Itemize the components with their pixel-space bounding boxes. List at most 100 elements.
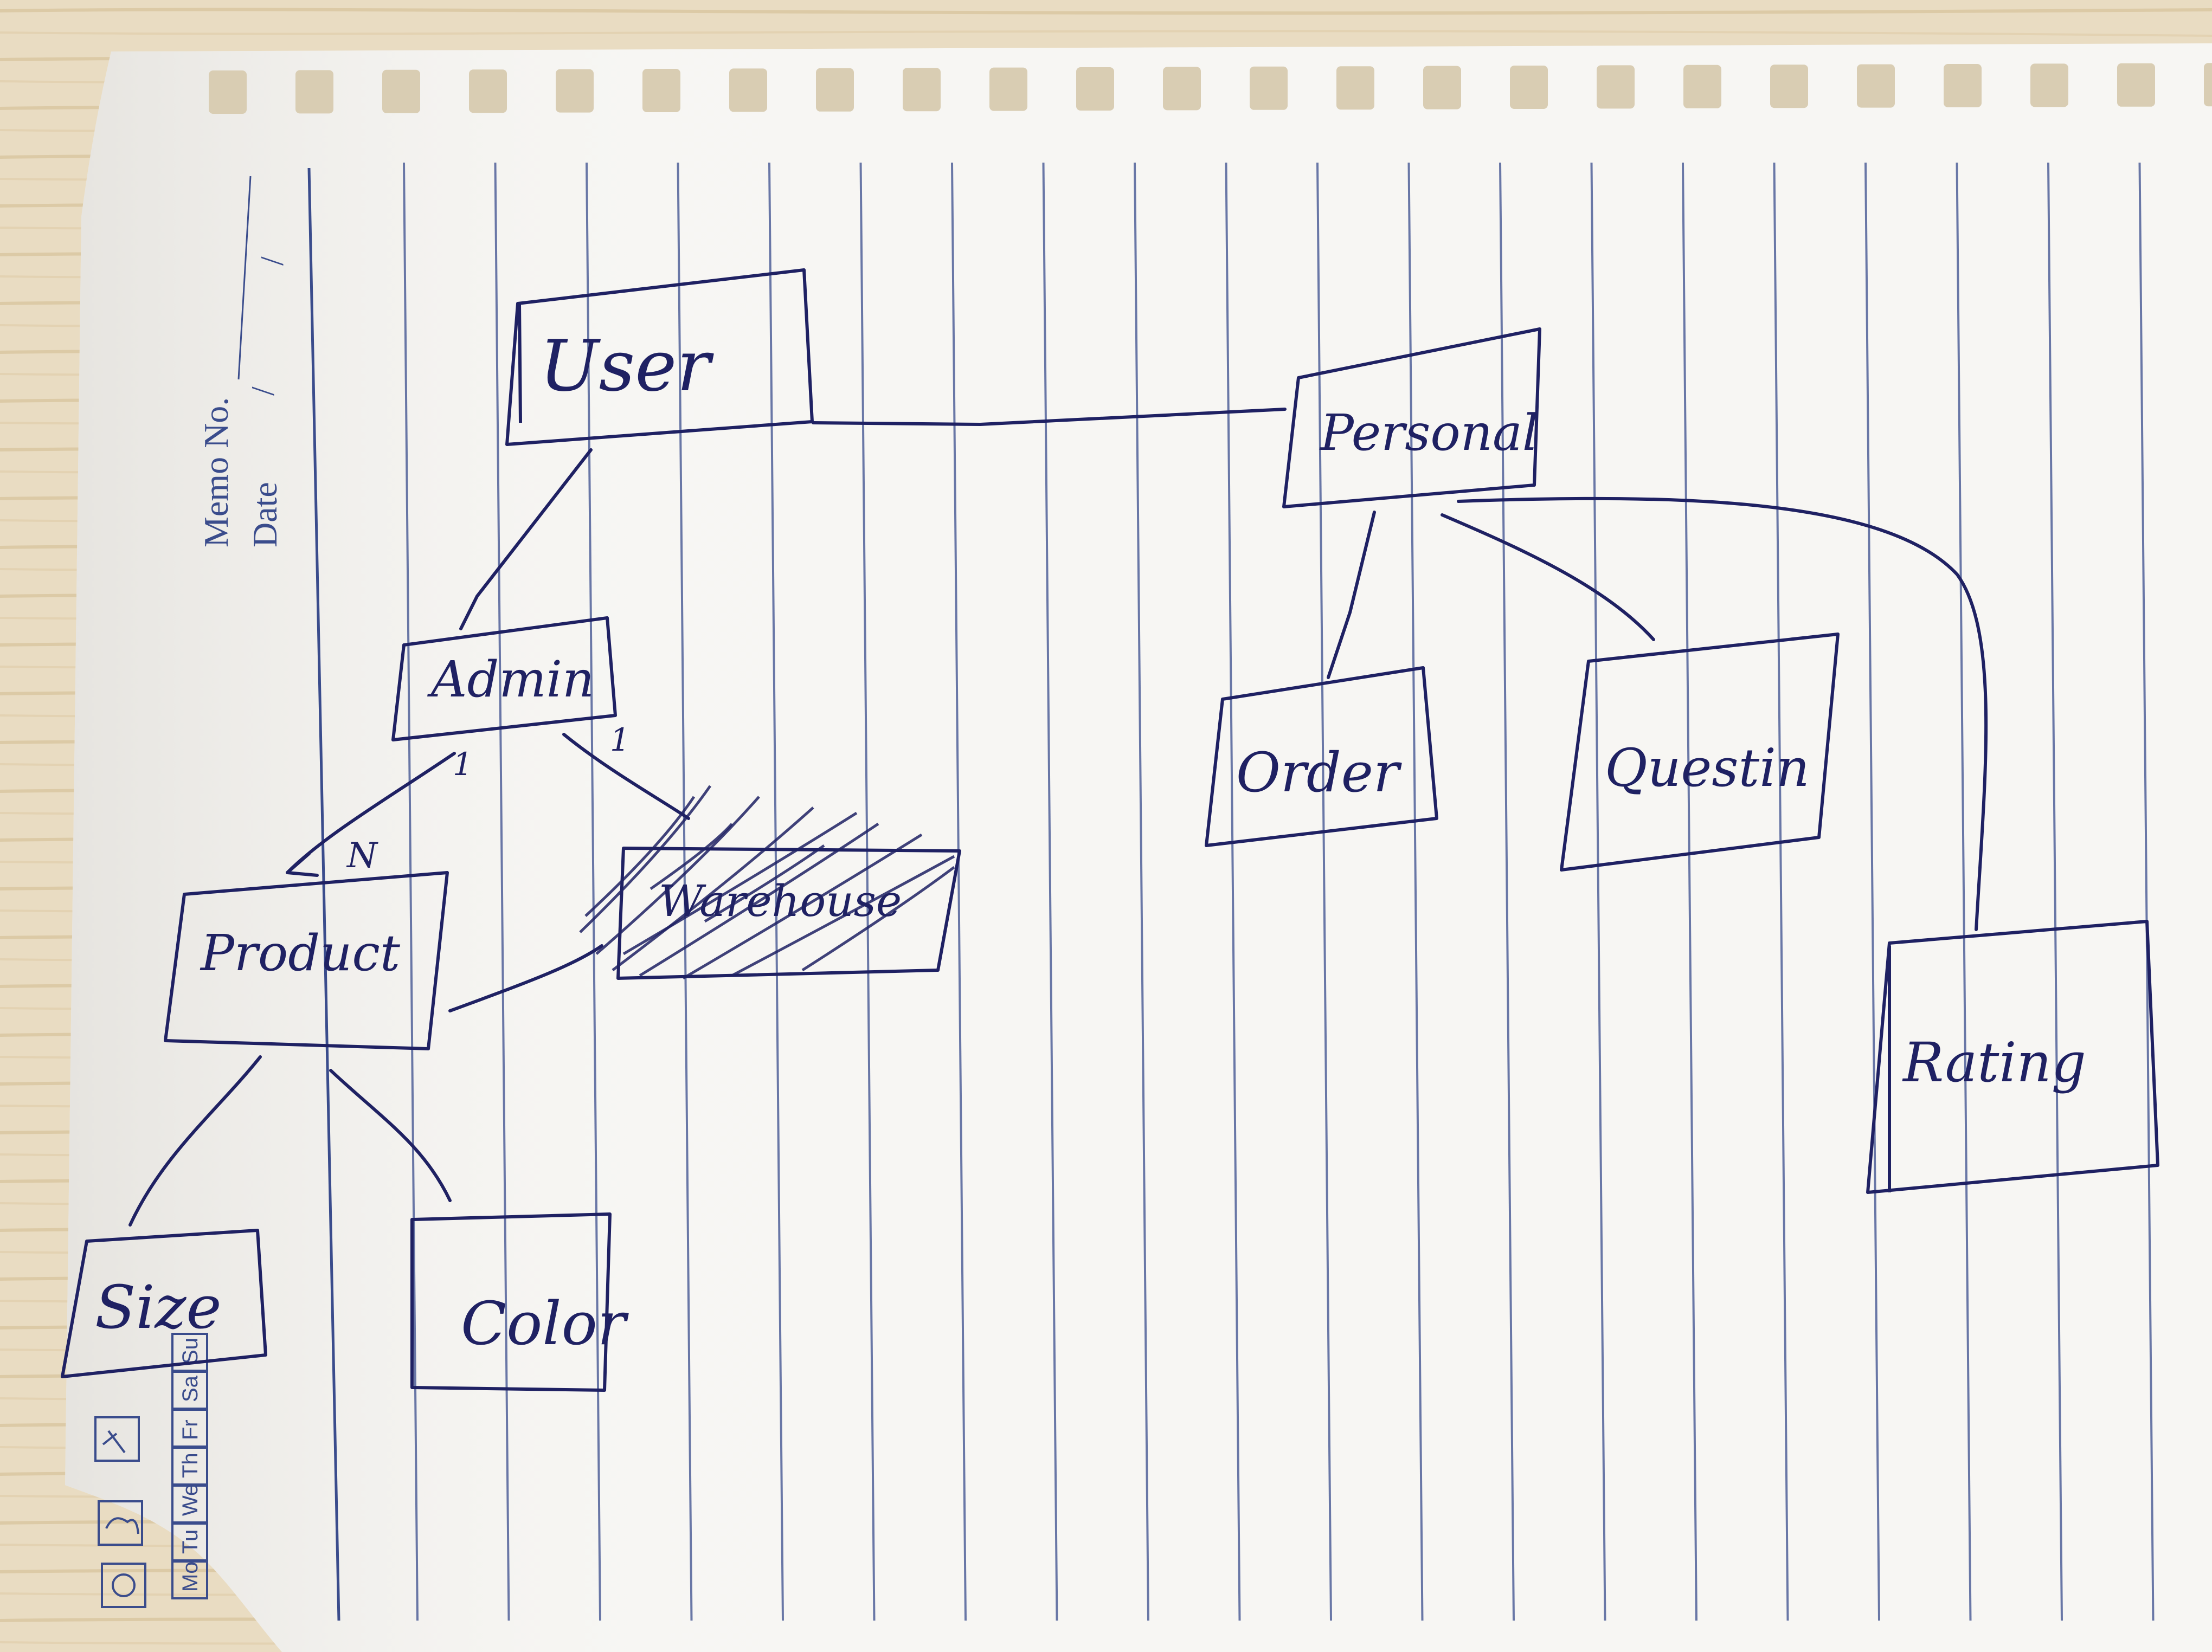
cardinality-admin-product-one: 1 (453, 746, 473, 783)
label-user: User (539, 325, 714, 407)
weekday-label: Fr (178, 1419, 202, 1440)
weekday-box: Mo (171, 1560, 208, 1599)
edge-product-size (128, 1055, 262, 1227)
perforation-hole (469, 69, 507, 113)
label-personal: Personal (1319, 404, 1538, 462)
rain-icon (94, 1416, 140, 1462)
perforation-hole (1423, 66, 1461, 109)
ruled-line (1134, 162, 1149, 1621)
edge-admin-warehouse (562, 733, 690, 820)
date-label: Date (246, 482, 284, 547)
ruled-line (1042, 162, 1058, 1621)
ruled-line (1316, 162, 1332, 1621)
scribble-stroke (704, 844, 825, 923)
label-admin: Admin (427, 650, 594, 708)
perforation-hole (1944, 64, 1982, 107)
ruled-line (494, 162, 510, 1621)
ruled-line (677, 162, 693, 1621)
perforation-hole (1076, 67, 1114, 111)
weekday-label: We (178, 1484, 202, 1516)
edge-user-admin (459, 448, 593, 630)
box-color (410, 1212, 612, 1392)
box-product (164, 871, 449, 1050)
ruled-line (1590, 162, 1606, 1621)
perforation-hole (2030, 63, 2068, 107)
ruled-line (403, 162, 419, 1621)
label-rating: Rating (1902, 1031, 2086, 1094)
box-question (1560, 633, 1840, 872)
label-question: Questin (1605, 738, 1810, 798)
ruled-line (1956, 162, 1972, 1621)
ruled-line (1499, 162, 1515, 1621)
box-order (1205, 666, 1438, 847)
ruled-line (1407, 162, 1424, 1621)
perforation-hole (1683, 64, 1721, 108)
ruled-line (2138, 162, 2155, 1621)
ruled-lines (403, 162, 2155, 1621)
scribble-stroke (639, 822, 879, 977)
scribble-stroke (595, 796, 760, 955)
perforation-hole (903, 68, 941, 112)
ruled-line (1225, 162, 1241, 1621)
box-personal (1282, 327, 1541, 508)
margin-line (307, 167, 340, 1621)
scribble-stroke (650, 823, 733, 890)
ruled-line (859, 162, 876, 1621)
perforation-hole (1163, 67, 1201, 111)
box-user (505, 268, 814, 446)
label-product: Product (200, 924, 401, 982)
edge-personal-order (1327, 511, 1376, 679)
perforation-hole (295, 70, 333, 114)
scribble-stroke (801, 866, 955, 972)
weekday-label: Su (178, 1338, 202, 1364)
cloud-icon (98, 1500, 143, 1546)
cardinality-admin-warehouse-one: 1 (610, 721, 630, 758)
perforation-hole (1770, 64, 1808, 108)
edge-user-personal (812, 408, 1287, 427)
memo-number-line (237, 176, 252, 380)
ruled-line (951, 162, 967, 1621)
perforation-hole (1597, 65, 1635, 109)
edge-product-color (329, 1069, 452, 1202)
weekday-label: Mo (178, 1561, 202, 1592)
label-order: Order (1236, 741, 1402, 804)
date-separator-1: / (245, 386, 281, 396)
paper-shading (65, 43, 2212, 1652)
box-rating (1866, 920, 2159, 1194)
connectors (128, 408, 1988, 1227)
label-warehouse: Warehouse (659, 876, 902, 926)
ruled-line (2047, 162, 2063, 1621)
scribble-stroke (622, 811, 858, 956)
edge-admin-product-arrow (286, 852, 319, 877)
edge-personal-rating (1457, 496, 1988, 931)
perforation-hole (209, 70, 247, 114)
memo-number-label: Memo No. (197, 397, 235, 547)
weekday-box: Su (171, 1333, 208, 1372)
perforation-hole (2117, 63, 2155, 107)
perforation-hole (2204, 63, 2212, 107)
weekday-box: Tu (171, 1522, 208, 1561)
ruled-line (1773, 162, 1789, 1621)
ruled-line (1864, 162, 1880, 1621)
spiral-perforations (209, 63, 2212, 114)
perforation-hole (816, 68, 854, 112)
weekday-label: Th (178, 1453, 202, 1478)
scribble-stroke (579, 785, 712, 933)
perforation-hole (1510, 66, 1548, 109)
edge-product-warehouse (448, 944, 603, 1012)
perforation-hole (1250, 66, 1288, 110)
label-color: Color (461, 1289, 629, 1358)
weekday-label: Tu (178, 1530, 202, 1554)
perforation-hole (382, 69, 420, 113)
scribble-stroke (612, 806, 814, 971)
date-separator-2: / (254, 256, 290, 266)
box-size (61, 1229, 267, 1378)
ruled-line (586, 162, 601, 1621)
label-size: Size (95, 1273, 222, 1342)
cardinality-product-many: N (346, 836, 378, 876)
sun-icon (101, 1563, 146, 1608)
entity-boxes (61, 268, 2159, 1392)
perforation-hole (989, 67, 1027, 111)
